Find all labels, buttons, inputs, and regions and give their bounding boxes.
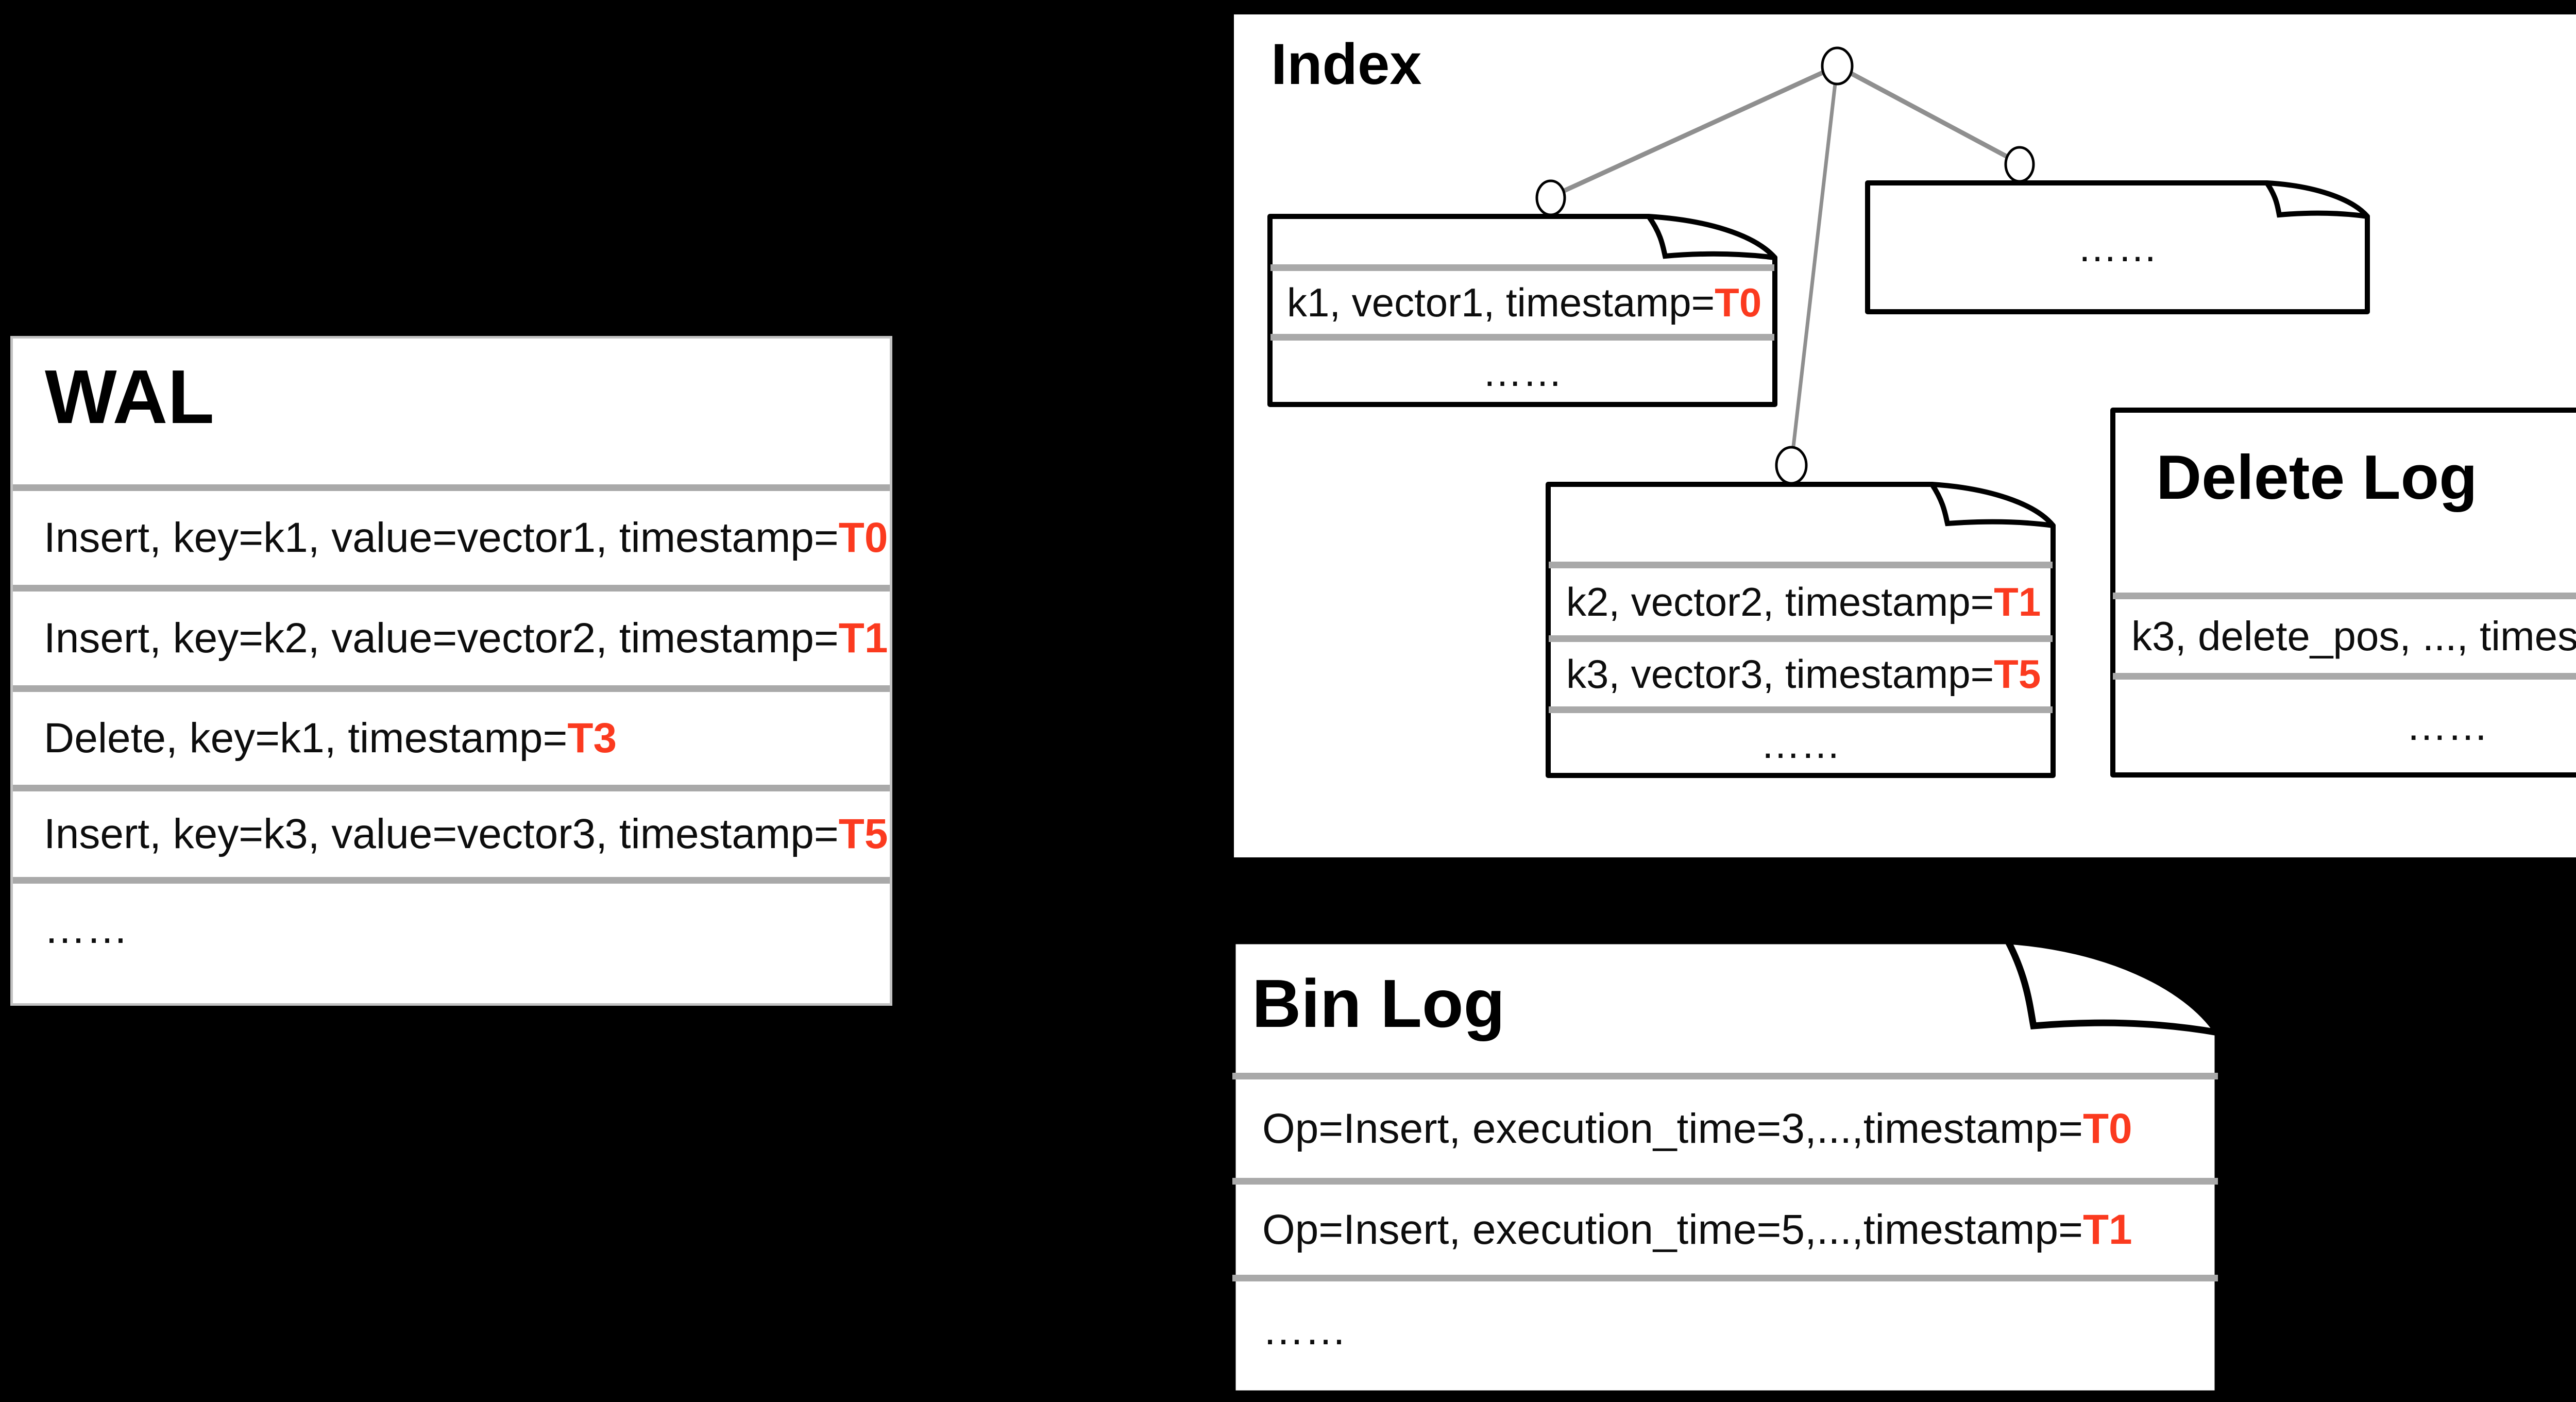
log-entry-text: Insert, key=k3, value=vector3, timestamp… bbox=[44, 810, 839, 857]
wal-row: Insert, key=k3, value=vector3, timestamp… bbox=[13, 791, 890, 877]
delete-log-title: Delete Log bbox=[2156, 442, 2478, 512]
document-shape bbox=[1267, 214, 1777, 407]
row-divider bbox=[13, 585, 890, 592]
timestamp-value: T0 bbox=[2082, 1105, 2132, 1152]
segment-row: k2, vector2, timestamp=T1 bbox=[1546, 568, 2056, 635]
ellipsis-text: …… bbox=[2406, 703, 2488, 749]
delete-log-row: …… bbox=[2110, 680, 2576, 772]
index-segment-k2k3: k2, vector2, timestamp=T1 k3, vector3, t… bbox=[1546, 482, 2056, 778]
row-divider bbox=[13, 877, 890, 884]
segment-row: …… bbox=[1267, 341, 1777, 403]
ellipsis-text: …… bbox=[1482, 349, 1563, 395]
bin-log-doc: Bin Log Op=Insert, execution_time=3,...,… bbox=[1229, 937, 2222, 1397]
segment-row: …… bbox=[1865, 180, 2370, 314]
timestamp-value: T5 bbox=[838, 810, 888, 857]
entry-text: k1, vector1, timestamp= bbox=[1287, 279, 1715, 325]
timestamp-value: T1 bbox=[1994, 579, 2041, 624]
ellipsis-text: …… bbox=[44, 905, 128, 952]
index-segment-k1: k1, vector1, timestamp=T0 …… bbox=[1267, 214, 1777, 407]
wal-row: …… bbox=[13, 884, 890, 974]
log-entry-text: Insert, key=k1, value=vector1, timestamp… bbox=[44, 514, 839, 561]
ellipsis-text: …… bbox=[2077, 224, 2158, 270]
row-divider bbox=[13, 785, 890, 791]
tree-node-right bbox=[2004, 146, 2035, 183]
tree-node-root bbox=[1821, 46, 1854, 86]
row-divider bbox=[1549, 706, 2053, 713]
row-divider bbox=[1232, 1073, 2218, 1079]
row-divider bbox=[13, 685, 890, 692]
row-divider bbox=[1232, 1178, 2218, 1185]
wal-row: Insert, key=k2, value=vector2, timestamp… bbox=[13, 592, 890, 685]
row-divider bbox=[1232, 1275, 2218, 1281]
tree-edge bbox=[1836, 64, 2021, 165]
bin-log-row: …… bbox=[1229, 1281, 2222, 1379]
timestamp-value: T0 bbox=[1715, 279, 1762, 325]
index-panel: Index k1, vector1, timestamp=T0 …… bbox=[1234, 14, 2576, 857]
entry-text: k2, vector2, timestamp= bbox=[1566, 579, 1994, 624]
timestamp-value: T5 bbox=[1994, 651, 2041, 697]
row-divider bbox=[1549, 562, 2053, 568]
row-divider bbox=[2113, 673, 2576, 680]
segment-row: k3, vector3, timestamp=T5 bbox=[1546, 642, 2056, 706]
bin-log-row: Op=Insert, execution_time=5,...,timestam… bbox=[1229, 1185, 2222, 1275]
document-shape bbox=[1546, 482, 2056, 778]
index-tree-edges bbox=[1550, 63, 2021, 465]
ellipsis-text: …… bbox=[1760, 721, 1841, 767]
row-divider bbox=[2113, 593, 2576, 599]
document-shape bbox=[1865, 180, 2370, 314]
entry-text: k3, vector3, timestamp= bbox=[1566, 651, 1994, 697]
ellipsis-text: …… bbox=[1262, 1307, 1347, 1354]
row-divider bbox=[13, 484, 890, 491]
log-entry-text: Insert, key=k2, value=vector2, timestamp… bbox=[44, 615, 839, 662]
wal-title: WAL bbox=[45, 354, 214, 440]
row-divider bbox=[1270, 264, 1774, 271]
tree-edge bbox=[1789, 65, 1839, 465]
delete-log-doc: Delete Log k3, delete_pos, ..., timestam… bbox=[2110, 407, 2576, 778]
tree-node-middle bbox=[1775, 446, 1808, 485]
segment-row: …… bbox=[1546, 713, 2056, 775]
tree-node-left bbox=[1535, 179, 1566, 216]
row-divider bbox=[1549, 635, 2053, 642]
bin-log-title: Bin Log bbox=[1252, 966, 1505, 1041]
wal-table: WAL Insert, key=k1, value=vector1, times… bbox=[10, 336, 892, 1006]
timestamp-value: T0 bbox=[838, 514, 888, 561]
log-entry-text: Delete, key=k1, timestamp= bbox=[44, 715, 568, 762]
wal-row: Insert, key=k1, value=vector1, timestamp… bbox=[13, 491, 890, 585]
entry-text: Op=Insert, execution_time=3,...,timestam… bbox=[1262, 1105, 2083, 1152]
index-tree-nodes bbox=[1535, 46, 2035, 485]
segment-row: k1, vector1, timestamp=T0 bbox=[1267, 271, 1777, 334]
wal-row: Delete, key=k1, timestamp=T3 bbox=[13, 692, 890, 785]
delete-log-row: k3, delete_pos, ..., timestamp=T3 bbox=[2110, 599, 2576, 673]
index-title: Index bbox=[1271, 32, 1422, 96]
entry-text: Op=Insert, execution_time=5,...,timestam… bbox=[1262, 1206, 2083, 1253]
entry-text: k3, delete_pos, ..., timestamp= bbox=[2131, 613, 2576, 659]
timestamp-value: T1 bbox=[838, 615, 888, 662]
bin-log-row: Op=Insert, execution_time=3,...,timestam… bbox=[1229, 1079, 2222, 1178]
index-segment-misc: …… bbox=[1865, 180, 2370, 314]
row-divider bbox=[1270, 334, 1774, 341]
timestamp-value: T1 bbox=[2082, 1206, 2132, 1253]
timestamp-value: T3 bbox=[567, 715, 617, 762]
tree-edge bbox=[1550, 63, 1838, 199]
